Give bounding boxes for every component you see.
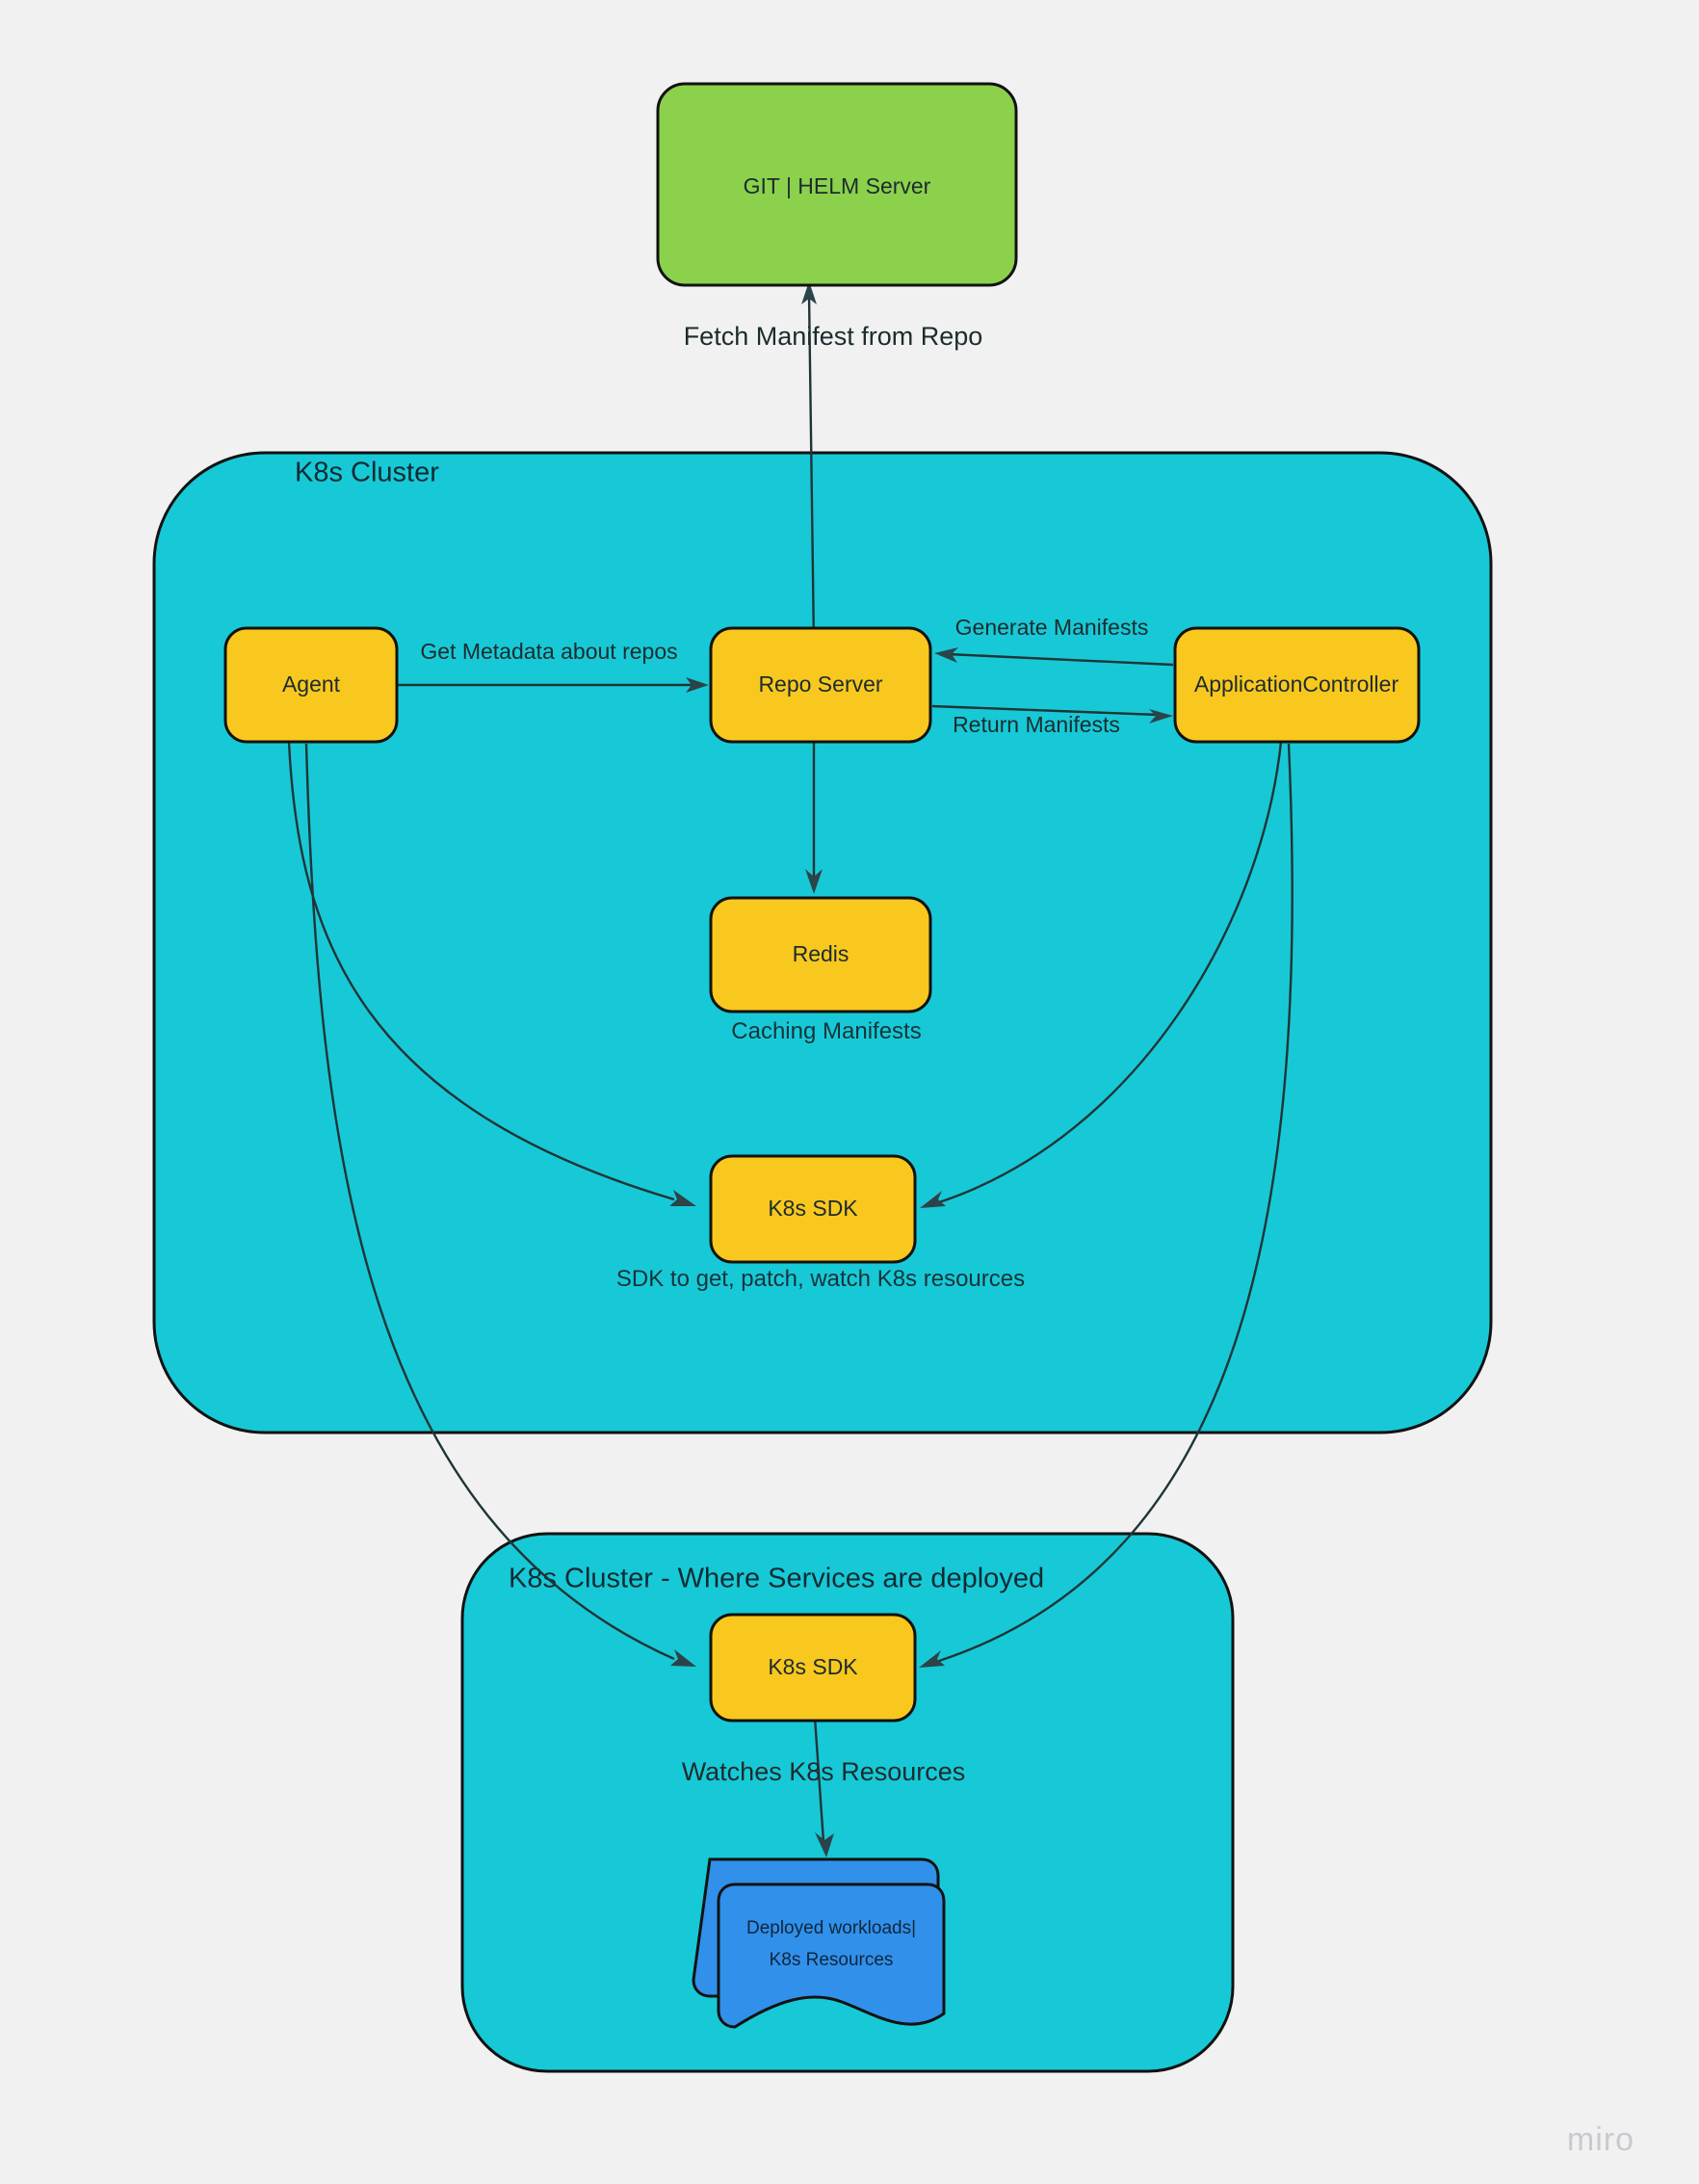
k8s-sdk-top-box [709, 1154, 917, 1264]
git-helm-server-box [656, 82, 1018, 287]
edge-agent-to-sdk-bottom-line [304, 743, 675, 1661]
container-k8s-cluster-services[interactable]: K8s Cluster - Where Services are deploye… [460, 1532, 1235, 2073]
redis-caption: Caching Manifests [731, 1018, 921, 1044]
redis-label: Redis [793, 941, 850, 966]
k8s-cluster-title: K8s Cluster [295, 458, 439, 488]
k8s-sdk-bottom-box [709, 1613, 917, 1723]
edge-fetch-manifest-label: Fetch Manifest from Repo [684, 322, 983, 351]
edge-fetch-manifest-line [807, 293, 816, 645]
edge-controller-to-sdk-bottom-line [938, 743, 1294, 1663]
edge-get-metadata: Get Metadata about repos [397, 639, 709, 693]
edge-get-metadata-arrowhead [686, 677, 709, 693]
application-controller-box [1173, 626, 1421, 744]
edge-controller-to-sdk-bottom [919, 743, 1294, 1668]
deployed-workloads-label-line1: Deployed workloads| [746, 1918, 916, 1938]
k8s-sdk-top-caption: SDK to get, patch, watch K8s resources [616, 1266, 1025, 1292]
node-git-helm-server[interactable]: GIT | HELM Server [656, 82, 1018, 287]
node-deployed-workloads[interactable]: Deployed workloads| K8s Resources [692, 1857, 946, 2029]
edge-fetch-manifest-arrowhead [801, 281, 817, 304]
edge-generate-manifests-line [947, 652, 1174, 667]
k8s-cluster-services-title: K8s Cluster - Where Services are deploye… [509, 1564, 1044, 1594]
edge-repo-to-redis [805, 729, 823, 894]
k8s-sdk-top-label: K8s SDK [768, 1196, 858, 1221]
edge-watches-resources-label: Watches K8s Resources [682, 1757, 966, 1786]
node-repo-server[interactable]: Repo Server [709, 626, 932, 744]
git-helm-server-label: GIT | HELM Server [744, 173, 931, 198]
edge-controller-to-sdk-top-line [938, 741, 1283, 1204]
repo-server-label: Repo Server [758, 671, 882, 697]
node-k8s-sdk-bottom[interactable]: K8s SDK [709, 1613, 917, 1723]
edge-agent-to-sdk-top-arrowhead [669, 1190, 696, 1206]
edge-return-manifests-label: Return Manifests [953, 712, 1120, 737]
edge-repo-to-redis-arrowhead [805, 869, 823, 894]
miro-watermark: miro [1567, 2121, 1634, 2158]
edge-generate-manifests-label: Generate Manifests [955, 615, 1149, 640]
edge-agent-to-sdk-top [287, 741, 696, 1206]
edge-controller-to-sdk-bottom-arrowhead [919, 1650, 945, 1668]
node-agent[interactable]: Agent [223, 626, 399, 744]
edge-watches-resources-line [812, 1702, 825, 1843]
redis-box [709, 896, 932, 1013]
edge-controller-to-sdk-top-arrowhead [920, 1191, 946, 1208]
node-k8s-sdk-top[interactable]: K8s SDK SDK to get, patch, watch K8s res… [616, 1154, 1025, 1292]
edge-agent-to-sdk-bottom [304, 743, 696, 1667]
edge-agent-to-sdk-bottom-arrowhead [670, 1649, 696, 1667]
deployed-workloads-label-line2: K8s Resources [770, 1950, 894, 1970]
k8s-sdk-bottom-label: K8s SDK [768, 1654, 858, 1679]
edge-generate-manifests-arrowhead [934, 647, 958, 663]
edge-get-metadata-label: Get Metadata about repos [420, 639, 677, 664]
edge-agent-to-sdk-top-line [287, 741, 675, 1201]
application-controller-label: ApplicationController [1194, 671, 1399, 697]
edge-generate-manifests: Generate Manifests [934, 615, 1174, 667]
edge-watches-resources-arrowhead [815, 1832, 834, 1857]
edge-return-manifests: Return Manifests [931, 704, 1173, 737]
node-redis[interactable]: Redis Caching Manifests [709, 896, 932, 1044]
edge-return-manifests-arrowhead [1149, 709, 1173, 724]
edge-return-manifests-line [931, 704, 1160, 717]
node-application-controller[interactable]: ApplicationController [1173, 626, 1421, 744]
repo-server-box [709, 626, 932, 744]
edge-watches-resources: Watches K8s Resources [682, 1702, 966, 1857]
k8s-cluster-services-body [460, 1532, 1235, 2073]
agent-box [223, 626, 399, 744]
agent-label: Agent [282, 671, 341, 697]
edge-controller-to-sdk-top [920, 741, 1283, 1208]
deployed-workloads-front-sheet [717, 1882, 946, 2029]
edge-fetch-manifest: Fetch Manifest from Repo [684, 281, 983, 645]
